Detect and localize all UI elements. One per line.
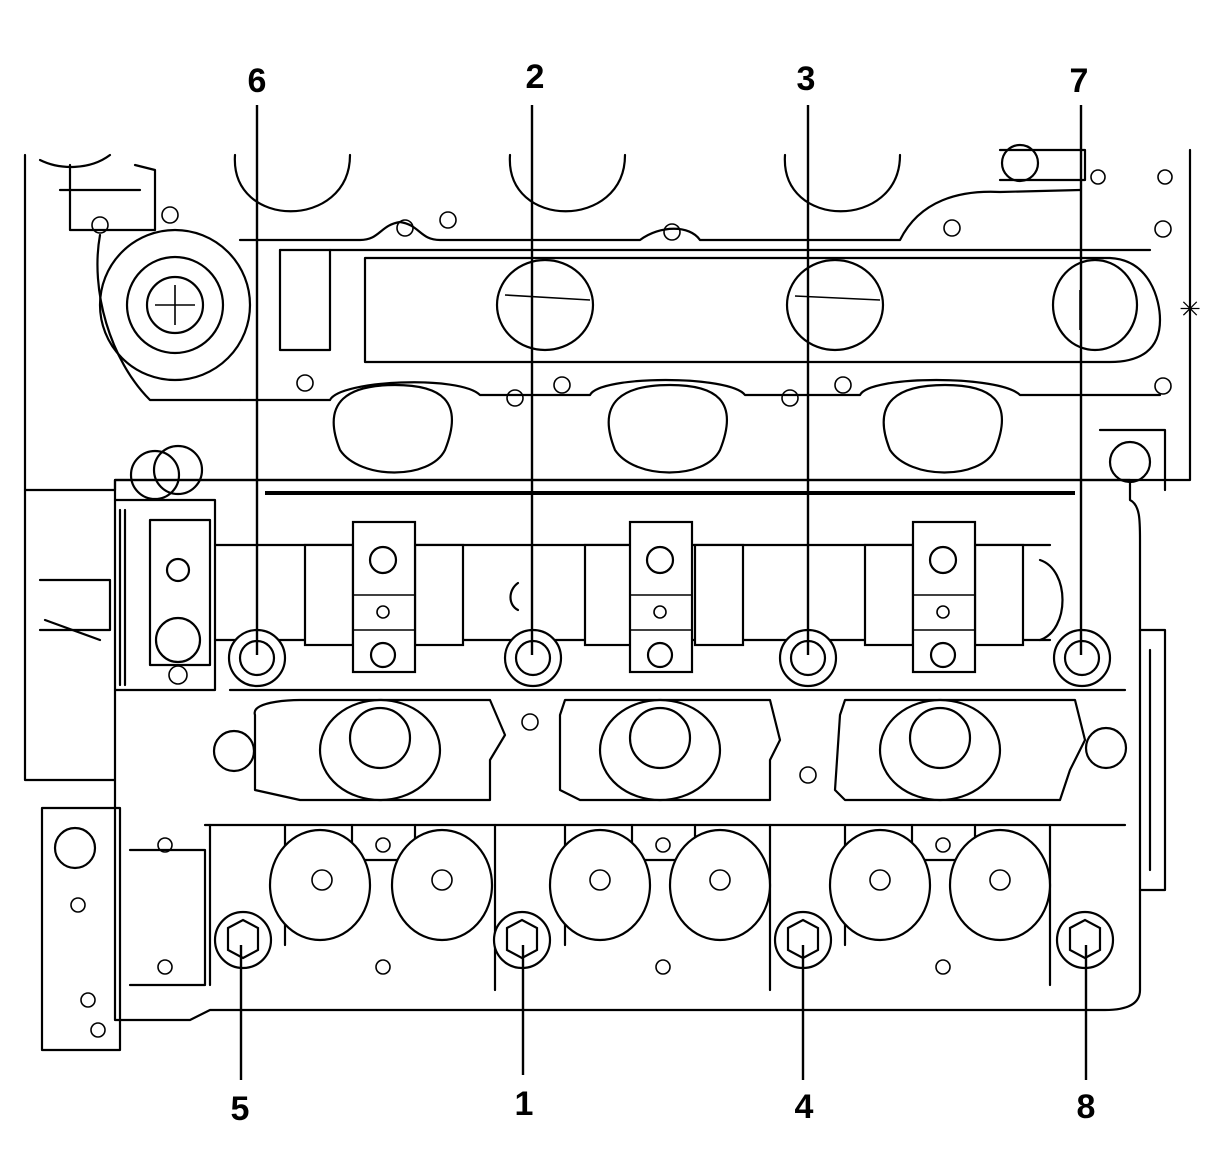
callout-2: 2 — [526, 58, 545, 96]
cylinder-head — [23, 444, 1167, 1052]
engine-block-upper — [23, 143, 1192, 495]
callout-6: 6 — [248, 62, 267, 100]
leader-lines — [239, 105, 1088, 1080]
cam-cap-3 — [911, 520, 977, 674]
tappet-row — [268, 828, 1052, 942]
callout-3: 3 — [797, 60, 816, 98]
callout-7: 7 — [1070, 62, 1089, 100]
head-bolts — [213, 628, 1115, 970]
callout-4: 4 — [795, 1088, 814, 1126]
callout-labels: 6 2 3 7 5 1 4 8 — [231, 58, 1096, 1128]
cam-cap-2 — [628, 520, 694, 674]
callout-8: 8 — [1077, 1088, 1096, 1126]
asterisk-marker: ✳ — [1179, 295, 1201, 325]
cam-cap-1 — [351, 520, 417, 674]
callout-5: 5 — [231, 1090, 250, 1128]
callout-1: 1 — [515, 1085, 534, 1123]
